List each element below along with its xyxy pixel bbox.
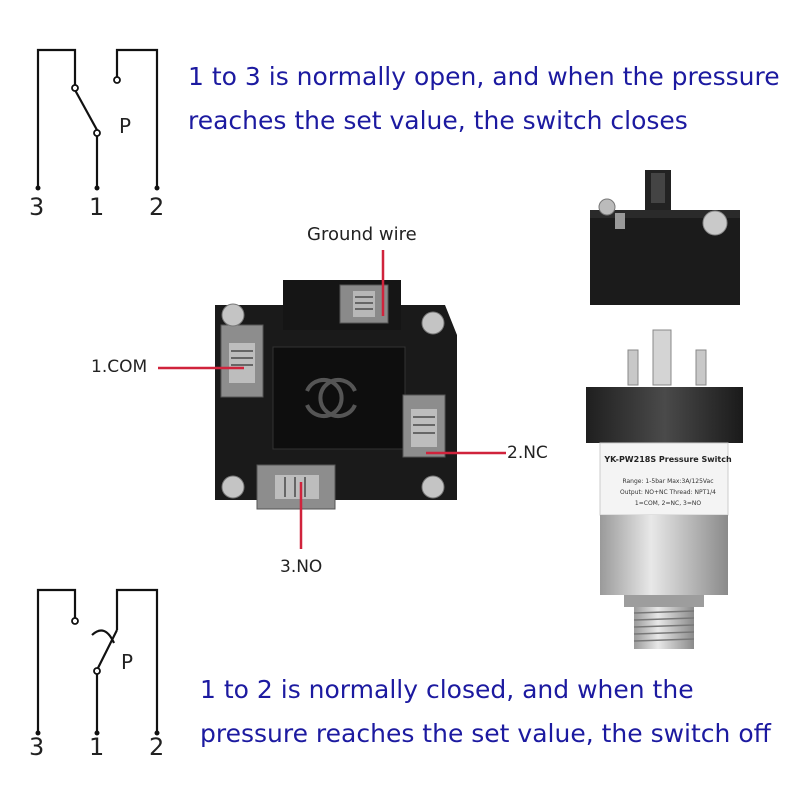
com-terminal-label: 1.COM	[91, 357, 148, 377]
top-caption-line1: 1 to 3 is normally open, and when the pr…	[188, 62, 780, 91]
sensor-label-line1: Range: 1-5bar Max:3A/125Vac	[622, 478, 714, 485]
top-pressure-label: P	[119, 114, 132, 138]
ground-wire-label: Ground wire	[307, 224, 417, 245]
sensor-label-title: YK-PW218S Pressure Switch	[604, 455, 732, 464]
bottom-caption: 1 to 2 is normally closed, and when the …	[200, 670, 798, 754]
bottom-caption-line2: pressure reaches the set value, the swit…	[200, 719, 771, 748]
top-switch-schematic	[35, 48, 160, 191]
top-terminal-2: 2	[149, 193, 165, 221]
top-terminal-3: 3	[29, 193, 45, 221]
bottom-terminal-1: 1	[89, 733, 105, 761]
bottom-terminal-2: 2	[149, 733, 165, 761]
top-caption: 1 to 3 is normally open, and when the pr…	[188, 57, 798, 141]
bottom-terminal-3: 3	[29, 733, 45, 761]
top-caption-line2: reaches the set value, the switch closes	[188, 106, 688, 135]
connector-terminal-block	[215, 280, 457, 510]
bottom-caption-line1: 1 to 2 is normally closed, and when the	[200, 675, 694, 704]
bottom-switch-schematic	[35, 588, 160, 736]
bottom-pressure-label: P	[121, 650, 134, 674]
pressure-switch-sensor	[586, 329, 743, 649]
top-terminal-1: 1	[89, 193, 105, 221]
connector-side-view	[590, 170, 740, 305]
sensor-label-line3: 1=COM, 2=NC, 3=NO	[634, 500, 702, 507]
no-terminal-label: 3.NO	[280, 557, 323, 577]
nc-terminal-label: 2.NC	[507, 443, 548, 463]
sensor-label-line2: Output: NO+NC Thread: NPT1/4	[620, 489, 716, 496]
